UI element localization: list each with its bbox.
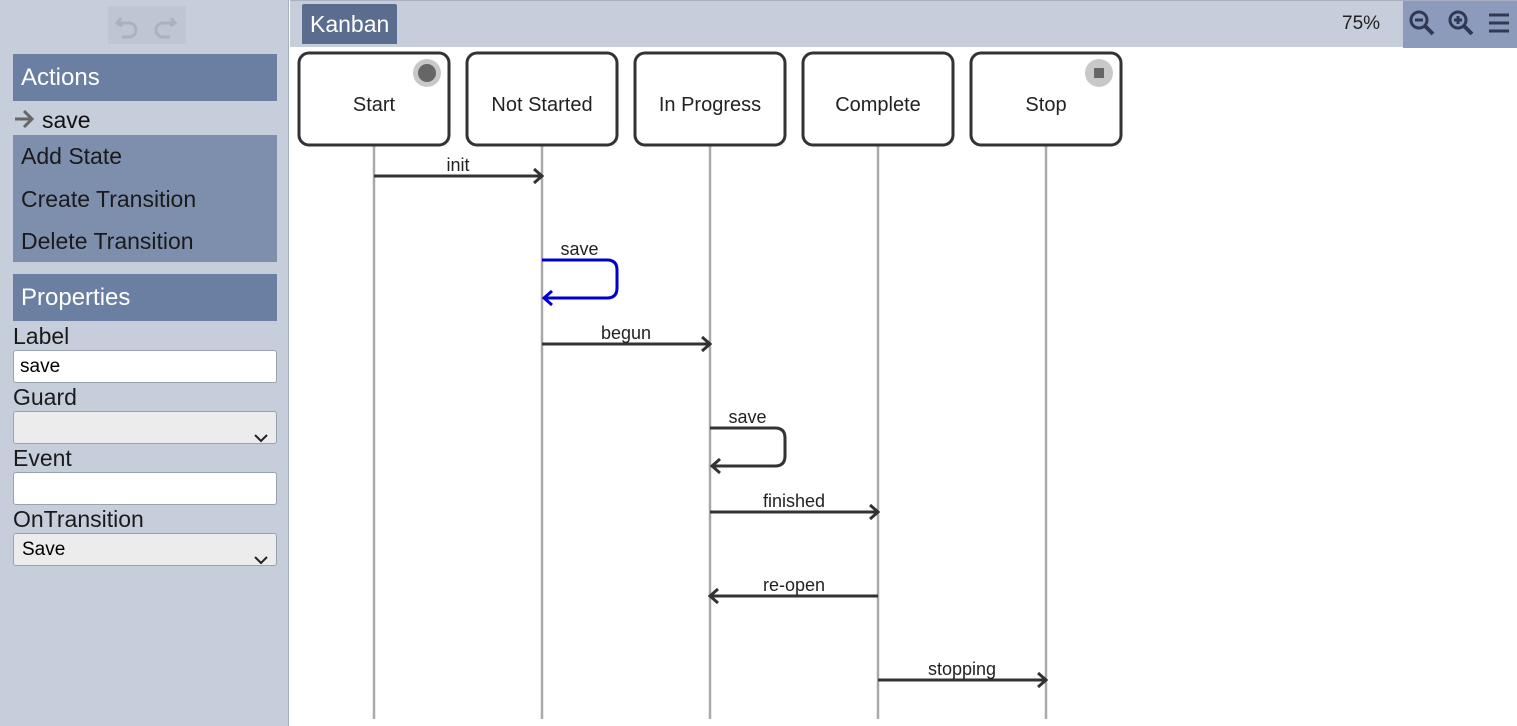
menu-icon[interactable] [1485, 9, 1513, 37]
event-input[interactable] [13, 472, 277, 505]
transition-label[interactable]: save [560, 239, 598, 259]
arrow-right-icon [13, 108, 35, 135]
ontransition-select[interactable]: Save [13, 533, 277, 566]
view-tools [1403, 1, 1517, 48]
guard-caption: Guard [13, 384, 77, 410]
transition-arrowhead [869, 503, 881, 521]
ontransition-caption: OnTransition [13, 506, 144, 532]
properties-header: Properties [13, 274, 277, 321]
transition-arrowhead [701, 335, 713, 353]
transition-label[interactable]: re-open [763, 575, 825, 595]
delete-transition-button[interactable]: Delete Transition [21, 228, 194, 254]
transition-label[interactable]: save [728, 407, 766, 427]
initial-state-dot [418, 64, 436, 82]
state-box[interactable] [633, 51, 787, 147]
undo-redo-toolbar [108, 6, 186, 44]
transition-arrowhead [709, 457, 721, 475]
state-box[interactable] [465, 51, 619, 147]
event-caption: Event [13, 445, 72, 471]
undo-icon[interactable] [112, 10, 142, 40]
tab-kanban[interactable]: Kanban [302, 4, 398, 44]
transition-label[interactable]: init [446, 155, 469, 175]
actions-header: Actions [13, 54, 277, 101]
state-diagram-canvas[interactable]: Start Not Started In Progress Complete Stop i… [290, 47, 1517, 726]
chevron-down-icon [254, 544, 268, 575]
label-input[interactable]: save [13, 350, 277, 383]
transition-arrowhead [541, 289, 553, 307]
transition-line[interactable] [710, 426, 787, 468]
state-box[interactable] [801, 51, 955, 147]
transition-label[interactable]: stopping [928, 659, 996, 679]
left-panel: Actions save Add State Create Transition… [0, 0, 289, 726]
zoom-in-icon[interactable] [1447, 9, 1475, 37]
state-label: Complete [835, 94, 921, 116]
transition-arrowhead [1037, 671, 1049, 689]
state-label: Stop [1025, 94, 1066, 116]
top-toolbar: Kanban 75% [290, 0, 1517, 48]
actions-menu: Add State Create Transition Delete Trans… [13, 135, 277, 262]
create-transition-button[interactable]: Create Transition [21, 186, 197, 212]
transition-line[interactable] [542, 258, 619, 300]
label-caption: Label [13, 323, 70, 349]
zoom-level: 75% [1342, 13, 1381, 34]
transition-arrowhead [707, 587, 719, 605]
chevron-down-icon [254, 422, 268, 453]
current-selection-label: save [42, 107, 91, 133]
transition-label[interactable]: begun [601, 323, 651, 343]
state-label: Not Started [491, 94, 592, 116]
guard-select[interactable] [13, 411, 277, 444]
state-box[interactable] [969, 51, 1123, 147]
transition-arrowhead [533, 167, 545, 185]
current-selection: save [13, 104, 277, 134]
state-label: In Progress [659, 94, 761, 116]
transition-label[interactable]: finished [763, 491, 825, 511]
ontransition-select-value: Save [22, 539, 66, 560]
state-box[interactable] [297, 51, 451, 147]
state-label: Start [353, 94, 396, 116]
redo-icon[interactable] [150, 10, 180, 40]
final-state-square [1094, 68, 1104, 78]
zoom-out-icon[interactable] [1408, 9, 1436, 37]
add-state-button[interactable]: Add State [21, 143, 123, 169]
